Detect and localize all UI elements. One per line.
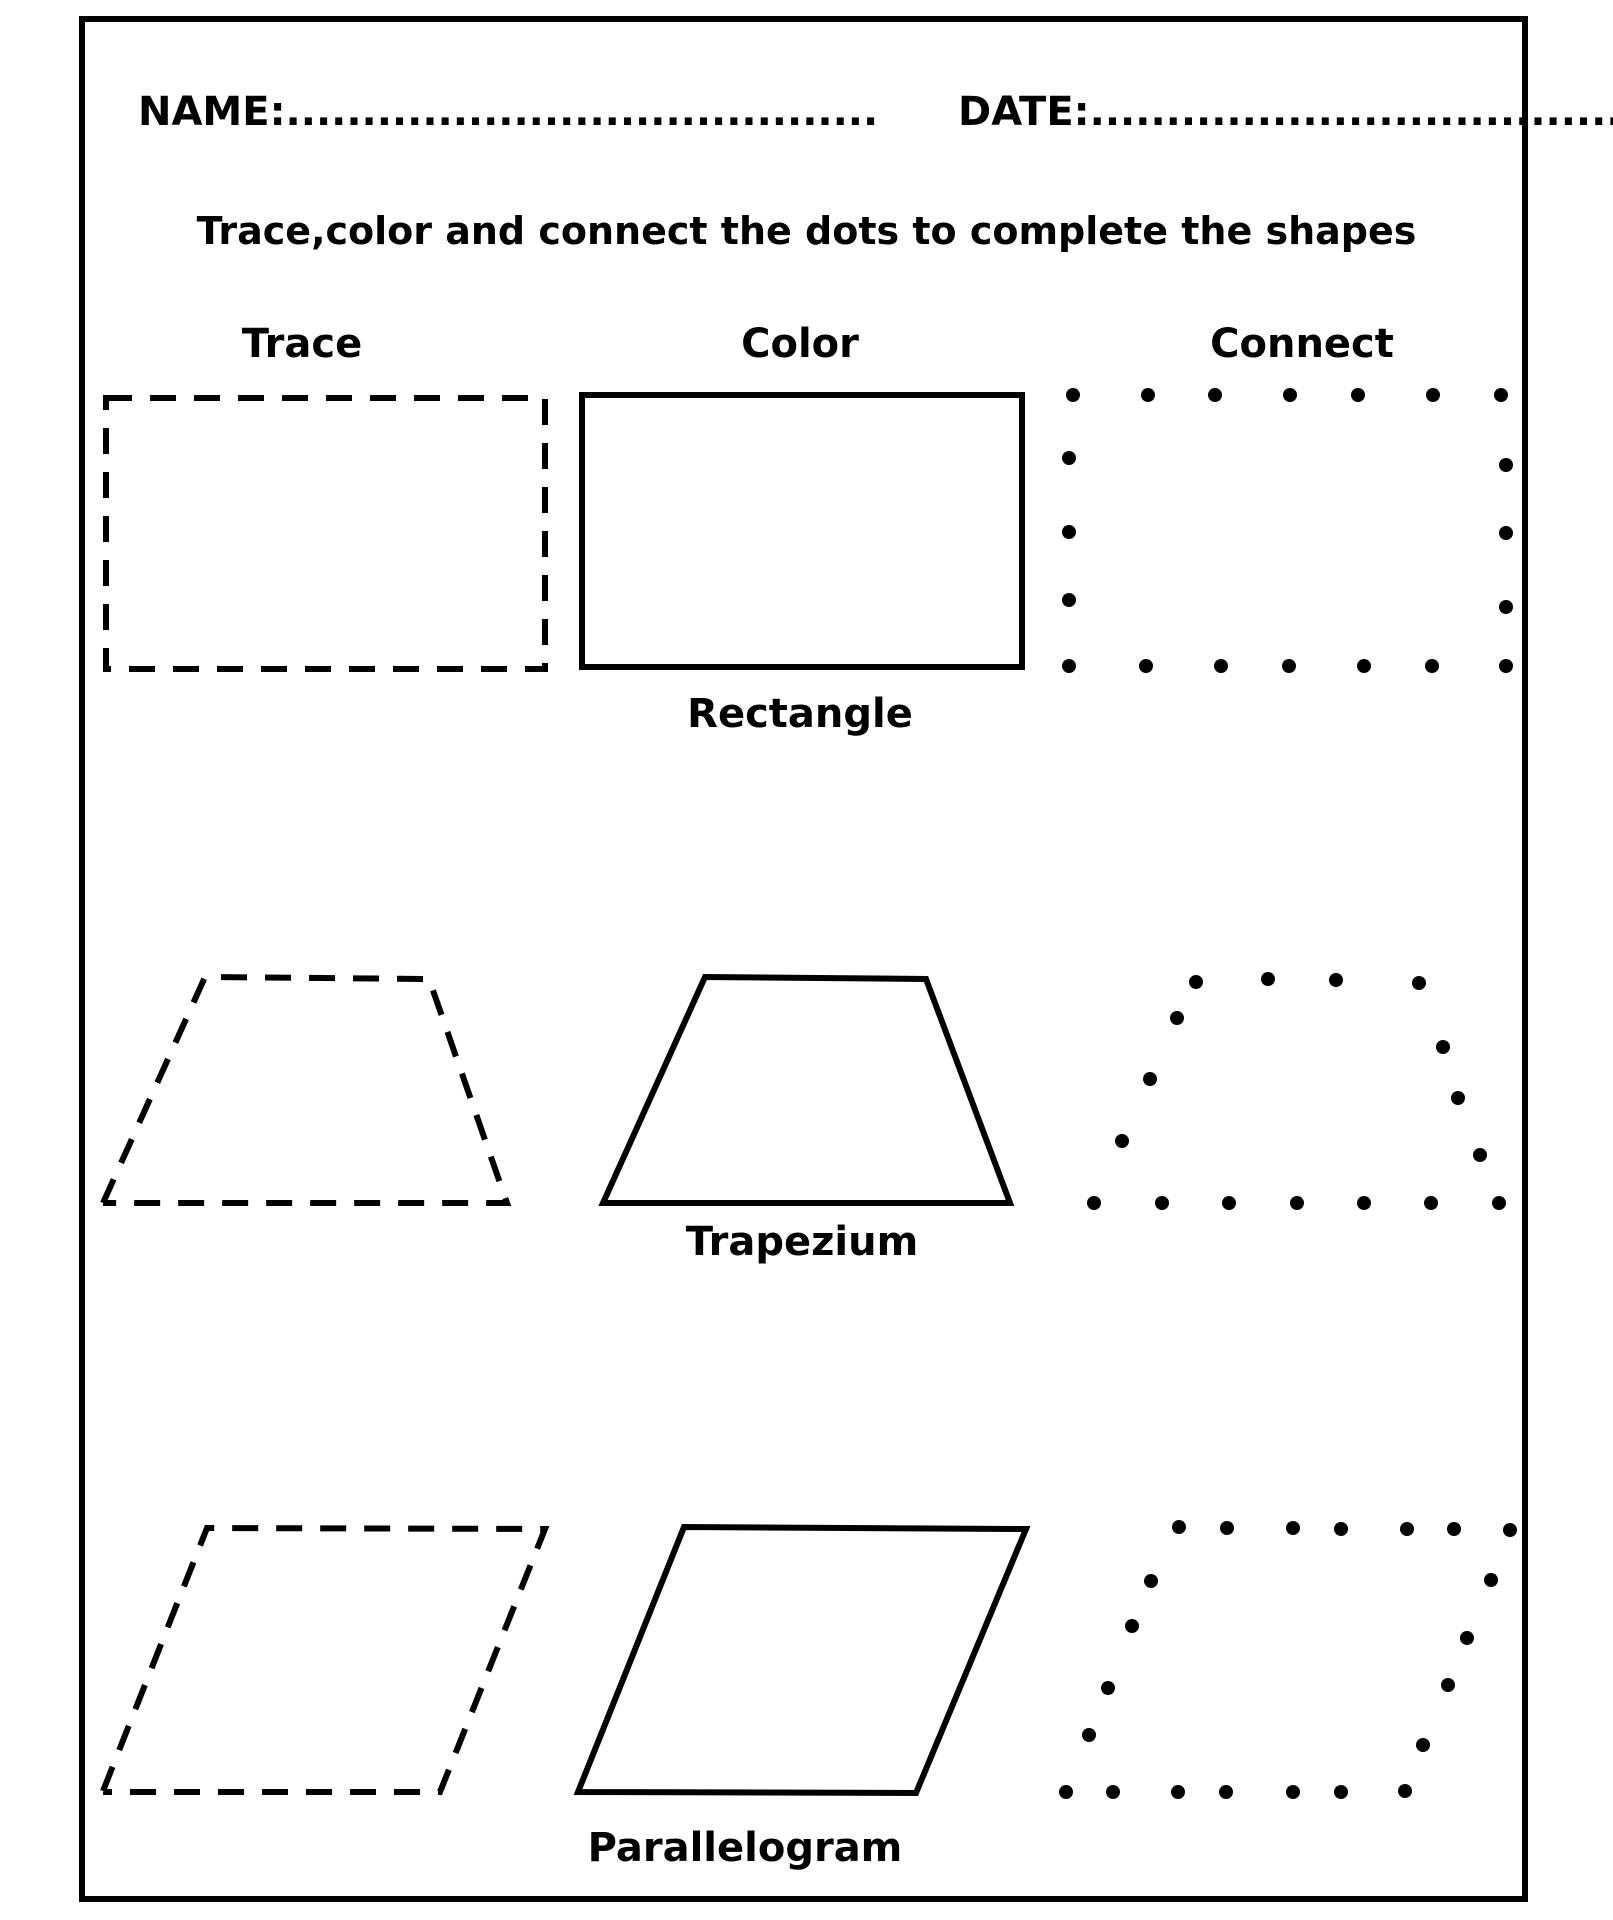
connect-dot[interactable] (1189, 975, 1203, 989)
connect-dot[interactable] (1398, 1784, 1412, 1798)
connect-dot[interactable] (1424, 1196, 1438, 1210)
connect-dot[interactable] (1400, 1522, 1414, 1536)
connect-dot[interactable] (1503, 1523, 1517, 1537)
connect-dot[interactable] (1290, 1196, 1304, 1210)
connect-dot[interactable] (1214, 659, 1228, 673)
color-parallelogram-outline[interactable] (573, 1523, 1031, 1797)
connect-dot[interactable] (1155, 1196, 1169, 1210)
color-rectangle-outline[interactable] (579, 392, 1025, 670)
connect-dot[interactable] (1425, 659, 1439, 673)
connect-dot[interactable] (1416, 1738, 1430, 1752)
instruction-text: Trace,color and connect the dots to comp… (196, 209, 1417, 253)
trace-rectangle-outline[interactable] (103, 395, 548, 672)
connect-dot[interactable] (1499, 526, 1513, 540)
column-heading-connect: Connect (1210, 321, 1394, 367)
connect-dot[interactable] (1082, 1728, 1096, 1742)
worksheet-border (79, 16, 1528, 1902)
connect-dot[interactable] (1101, 1681, 1115, 1695)
connect-dot[interactable] (1426, 388, 1440, 402)
connect-dot[interactable] (1460, 1631, 1474, 1645)
connect-dot[interactable] (1059, 1785, 1073, 1799)
trace-parallelogram-outline[interactable] (100, 1524, 550, 1795)
column-heading-trace: Trace (241, 321, 363, 367)
connect-dot[interactable] (1473, 1148, 1487, 1162)
connect-dot[interactable] (1139, 659, 1153, 673)
connect-dot[interactable] (1286, 1521, 1300, 1535)
name-field[interactable]: NAME:...................................… (138, 89, 879, 135)
connect-dot[interactable] (1219, 1785, 1233, 1799)
trace-trapezium-outline[interactable] (100, 973, 512, 1206)
connect-dot[interactable] (1357, 1196, 1371, 1210)
shape-label-parallelogram: Parallelogram (587, 1825, 903, 1871)
connect-dot[interactable] (1492, 1196, 1506, 1210)
connect-dot[interactable] (1499, 458, 1513, 472)
connect-dot[interactable] (1062, 593, 1076, 607)
connect-trapezium-dots[interactable] (1087, 972, 1506, 1210)
connect-dot[interactable] (1172, 1520, 1186, 1534)
connect-dot[interactable] (1125, 1619, 1139, 1633)
connect-dot[interactable] (1066, 388, 1080, 402)
color-trapezium-outline[interactable] (598, 973, 1015, 1206)
connect-dot[interactable] (1286, 1785, 1300, 1799)
connect-dot[interactable] (1144, 1574, 1158, 1588)
connect-dot[interactable] (1499, 600, 1513, 614)
connect-dot[interactable] (1282, 659, 1296, 673)
connect-dot[interactable] (1334, 1522, 1348, 1536)
connect-dot[interactable] (1222, 1196, 1236, 1210)
connect-rectangle-dots[interactable] (1062, 388, 1513, 673)
connect-dot[interactable] (1436, 1040, 1450, 1054)
connect-dot[interactable] (1334, 1785, 1348, 1799)
connect-dot[interactable] (1357, 659, 1371, 673)
connect-dot[interactable] (1329, 973, 1343, 987)
connect-dot[interactable] (1447, 1522, 1461, 1536)
connect-dot[interactable] (1143, 1072, 1157, 1086)
column-heading-color: Color (741, 321, 859, 367)
connect-dot[interactable] (1351, 388, 1365, 402)
connect-dot[interactable] (1087, 1196, 1101, 1210)
connect-dot[interactable] (1141, 388, 1155, 402)
connect-dot[interactable] (1499, 659, 1513, 673)
connect-dot[interactable] (1494, 388, 1508, 402)
shape-label-rectangle: Rectangle (687, 691, 913, 737)
connect-dot[interactable] (1062, 525, 1076, 539)
connect-dot[interactable] (1208, 388, 1222, 402)
connect-dot[interactable] (1451, 1091, 1465, 1105)
connect-dot[interactable] (1115, 1134, 1129, 1148)
connect-dot[interactable] (1062, 659, 1076, 673)
connect-dot[interactable] (1283, 388, 1297, 402)
shape-label-trapezium: Trapezium (685, 1219, 919, 1265)
date-field[interactable]: DATE:...................................… (958, 89, 1613, 135)
connect-dot[interactable] (1220, 1521, 1234, 1535)
connect-dot[interactable] (1170, 1011, 1184, 1025)
connect-dot[interactable] (1261, 972, 1275, 986)
connect-dot[interactable] (1441, 1678, 1455, 1692)
connect-parallelogram-dots[interactable] (1059, 1520, 1517, 1799)
connect-dot[interactable] (1412, 976, 1426, 990)
connect-dot[interactable] (1484, 1573, 1498, 1587)
connect-dot[interactable] (1106, 1785, 1120, 1799)
connect-dot[interactable] (1062, 451, 1076, 465)
connect-dot[interactable] (1171, 1785, 1185, 1799)
